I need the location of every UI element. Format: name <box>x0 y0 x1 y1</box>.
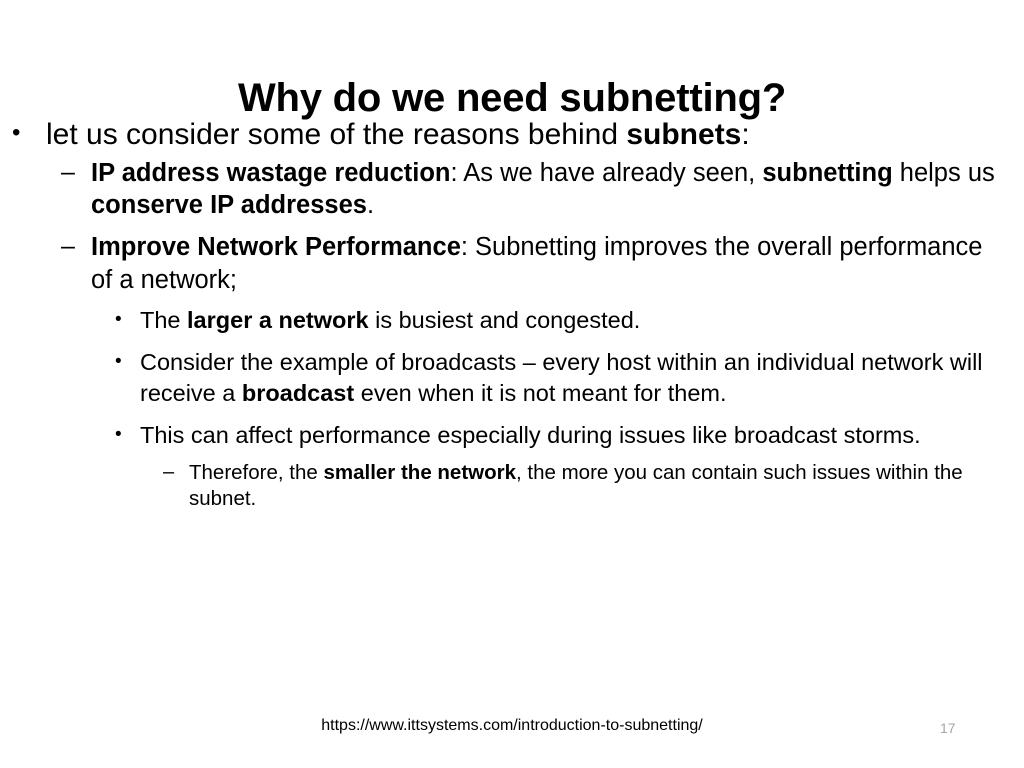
list-item-level2-performance: – Improve Network Performance: Subnettin… <box>0 231 1003 295</box>
text-run-bold: IP address wastage reduction <box>91 159 451 188</box>
text-run: : Subnetting improves the overall perfor… <box>91 233 983 294</box>
list-item-text: The larger a network is busiest and cong… <box>140 305 1020 336</box>
text-run: is busiest and congested. <box>368 306 641 333</box>
list-item-text: IP address wastage reduction: As we have… <box>91 157 1003 221</box>
text-run: : As we have already seen, <box>450 159 763 188</box>
list-item-level3-storms: • This can affect performance especially… <box>0 420 1020 451</box>
text-run: The <box>140 306 188 333</box>
bullet-marker-dot-icon: • <box>12 119 21 146</box>
text-run: let us consider some of the reasons behi… <box>46 118 627 151</box>
text-run-bold: Improve Network Performance <box>91 233 461 262</box>
text-run: , the more you can contain such issues w… <box>189 460 963 510</box>
bullet-marker-dot-icon: • <box>115 351 122 373</box>
bullet-marker-dot-icon: • <box>115 308 122 330</box>
text-run-bold: conserve IP addresses <box>91 191 367 220</box>
bullet-marker-dash-icon: – <box>163 460 175 483</box>
text-run: helps us <box>892 159 995 188</box>
bullet-marker-dot-icon: • <box>115 424 122 446</box>
text-run: Therefore, the <box>189 460 324 484</box>
slide-number: 17 <box>940 720 956 736</box>
text-run-bold: smaller the network <box>323 460 517 484</box>
list-item-level3-broadcast: • Consider the example of broadcasts – e… <box>0 347 1020 408</box>
text-run-bold: subnetting <box>762 159 893 188</box>
list-item-level2-wastage: – IP address wastage reduction: As we ha… <box>0 157 1003 221</box>
slide-body-list: • let us consider some of the reasons be… <box>0 116 1024 514</box>
list-item-text: Consider the example of broadcasts – eve… <box>140 347 1020 408</box>
text-run-bold: larger a network <box>187 306 369 333</box>
list-item-text: This can affect performance especially d… <box>140 422 921 449</box>
text-run-bold: subnets <box>626 118 742 151</box>
text-run: : <box>741 118 750 151</box>
list-item-text: Improve Network Performance: Subnetting … <box>91 231 1003 295</box>
list-item-level3-larger: • The larger a network is busiest and co… <box>0 305 1020 336</box>
text-run-bold: broadcast <box>241 379 355 406</box>
text-run: even when it is not meant for them. <box>354 379 727 406</box>
page-title: Why do we need subnetting? <box>237 75 787 120</box>
list-item-text: Therefore, the smaller the network, the … <box>189 460 994 512</box>
bullet-marker-dash-icon: – <box>61 232 75 261</box>
text-run: . <box>366 191 375 220</box>
list-item-level4-therefore: – Therefore, the smaller the network, th… <box>0 460 994 512</box>
text-run: Consider the example of broadcasts – eve… <box>140 349 983 406</box>
source-url-footer: https://www.ittsystems.com/introduction-… <box>321 717 703 734</box>
list-item-text: let us consider some of the reasons behi… <box>46 116 946 153</box>
list-item-level1-intro: • let us consider some of the reasons be… <box>0 116 946 153</box>
bullet-marker-dash-icon: – <box>61 158 75 187</box>
